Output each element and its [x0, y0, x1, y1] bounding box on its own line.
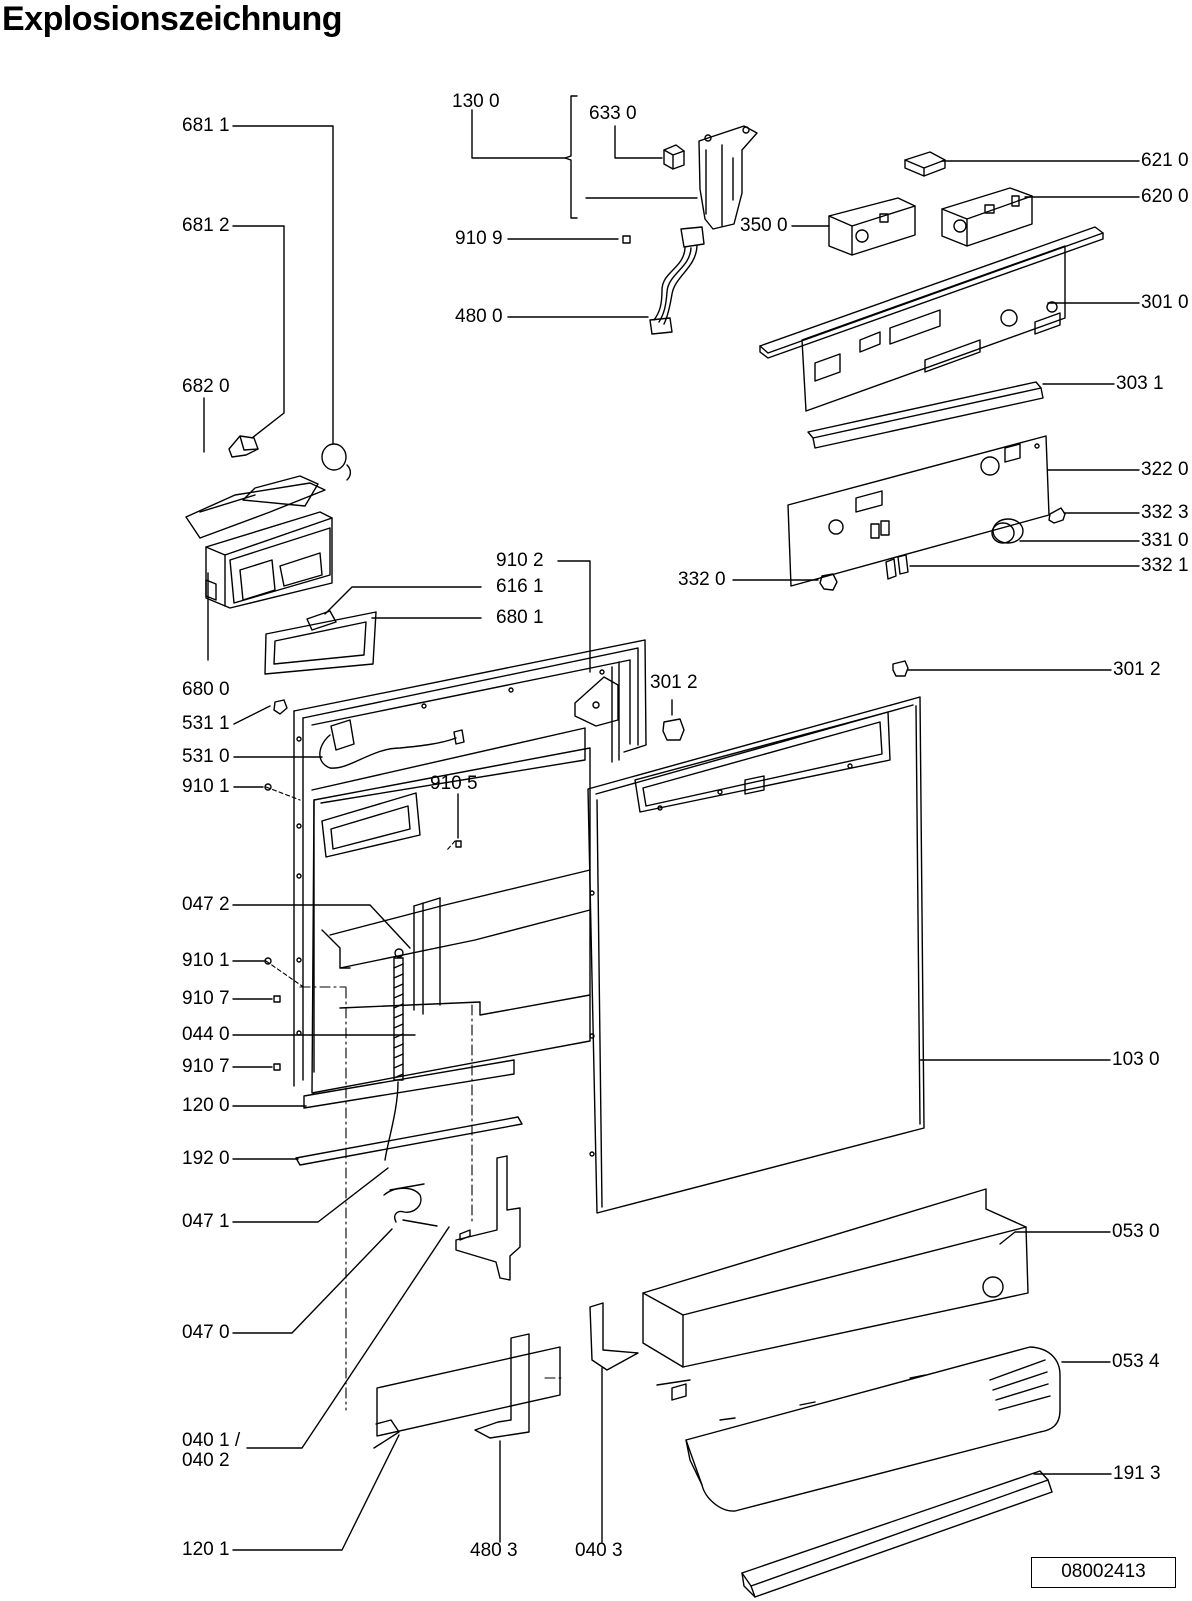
- label-332-0: 332 0: [678, 569, 726, 590]
- label-620-0: 620 0: [1141, 186, 1189, 207]
- part-301-2-clip-left: [662, 718, 685, 741]
- label-331-0: 331 0: [1141, 530, 1189, 551]
- label-301-2-left: 301 2: [650, 672, 698, 693]
- label-682-0: 682 0: [182, 376, 230, 397]
- label-040-3: 040 3: [575, 1540, 623, 1561]
- label-680-1: 680 1: [496, 607, 544, 628]
- part-inner-door-frame: [293, 639, 647, 1094]
- label-130-0: 130 0: [452, 91, 500, 112]
- label-192-0: 192 0: [182, 1148, 230, 1169]
- label-301-2-right: 301 2: [1113, 659, 1161, 680]
- label-053-4: 053 4: [1112, 1351, 1160, 1372]
- part-120-0-strip: [303, 1059, 515, 1109]
- part-682-0-lid: [185, 475, 326, 539]
- part-322-0-fascia: [787, 435, 1050, 587]
- label-633-0: 633 0: [589, 103, 637, 124]
- part-130-0-bracket: [698, 125, 758, 230]
- part-616-1-spring: [306, 610, 337, 631]
- part-680-0-dispenser: [205, 511, 333, 609]
- part-681-1-cap: [321, 443, 352, 481]
- label-480-0: 480 0: [455, 306, 503, 327]
- part-680-1-seal: [264, 611, 377, 675]
- part-331-0-knob: [991, 518, 1024, 544]
- label-047-2: 047 2: [182, 894, 230, 915]
- label-120-0: 120 0: [182, 1095, 230, 1116]
- part-040-3-bracket: [589, 1302, 639, 1371]
- label-531-1: 531 1: [182, 713, 230, 734]
- label-681-2: 681 2: [182, 215, 230, 236]
- part-053-4-plinth: [685, 1346, 1061, 1512]
- part-910-2-hinge: [574, 676, 619, 727]
- part-531-0-cable: [319, 719, 465, 769]
- label-103-0: 103 0: [1112, 1049, 1160, 1070]
- part-910-5-screw: [455, 840, 462, 848]
- part-480-0-harness: [649, 226, 705, 335]
- part-120-1-plate: [373, 1346, 561, 1449]
- part-040-hinge-bracket: [455, 1155, 521, 1281]
- part-480-3-bracket: [474, 1333, 530, 1439]
- part-303-1-trim: [807, 381, 1044, 449]
- part-192-0-gasket: [295, 1116, 523, 1166]
- part-910-7-screw-b: [273, 1063, 281, 1071]
- part-044-0-spring: [393, 948, 404, 1081]
- label-910-1-b: 910 1: [182, 950, 230, 971]
- label-910-9: 910 9: [455, 228, 503, 249]
- label-040-1: 040 1 /: [182, 1430, 241, 1451]
- part-350-0-electronic: [828, 197, 916, 256]
- part-910-1-screw-a: [264, 783, 272, 791]
- label-480-3: 480 3: [470, 1540, 518, 1561]
- label-047-1: 047 1: [182, 1211, 230, 1232]
- label-910-5: 910 5: [430, 773, 478, 794]
- part-301-2-clip-right: [892, 660, 909, 677]
- label-047-0: 047 0: [182, 1322, 230, 1343]
- label-910-7-a: 910 7: [182, 988, 230, 1009]
- part-191-3-strip: [741, 1470, 1053, 1598]
- part-047-0-hook: [383, 1183, 438, 1227]
- label-350-0: 350 0: [740, 215, 788, 236]
- part-047-1-cord: [384, 1081, 399, 1161]
- label-053-0: 053 0: [1112, 1221, 1160, 1242]
- part-053-0-kickplate: [642, 1188, 1029, 1401]
- part-621-0-switch: [904, 151, 946, 177]
- label-301-0: 301 0: [1141, 292, 1189, 313]
- label-681-1: 681 1: [182, 115, 230, 136]
- part-681-2-latch: [228, 435, 259, 458]
- part-103-0-outer-door: [587, 696, 925, 1214]
- leader-lines: [203, 95, 1140, 1551]
- part-332-0-button: [819, 573, 838, 591]
- label-910-2: 910 2: [496, 550, 544, 571]
- label-531-0: 531 0: [182, 746, 230, 767]
- part-332-3-button: [1048, 507, 1066, 524]
- label-044-0: 044 0: [182, 1024, 230, 1045]
- part-910-1-screw-b: [264, 957, 272, 965]
- part-531-1-screw: [273, 699, 288, 715]
- label-332-3: 332 3: [1141, 502, 1189, 523]
- label-616-1: 616 1: [496, 576, 544, 597]
- part-301-0-control-panel: [759, 226, 1104, 412]
- label-332-1: 332 1: [1141, 555, 1189, 576]
- label-680-0: 680 0: [182, 679, 230, 700]
- part-910-7-screw-a: [273, 995, 281, 1003]
- label-191-3: 191 3: [1113, 1463, 1161, 1484]
- label-120-1: 120 1: [182, 1539, 230, 1560]
- label-322-0: 322 0: [1141, 459, 1189, 480]
- assembly-axis-lines: [299, 986, 564, 1411]
- label-910-7-b: 910 7: [182, 1056, 230, 1077]
- page-title: Explosionszeichnung: [2, 0, 342, 38]
- part-633-0-clip: [663, 144, 685, 170]
- document-number-box: 08002413: [1031, 1557, 1176, 1588]
- part-910-9-screw: [622, 235, 631, 244]
- part-332-1-button: [885, 554, 909, 580]
- label-303-1: 303 1: [1116, 373, 1164, 394]
- label-910-1-a: 910 1: [182, 776, 230, 797]
- label-040-2: 040 2: [182, 1450, 230, 1471]
- part-620-0-module: [941, 187, 1033, 247]
- label-621-0: 621 0: [1141, 150, 1189, 171]
